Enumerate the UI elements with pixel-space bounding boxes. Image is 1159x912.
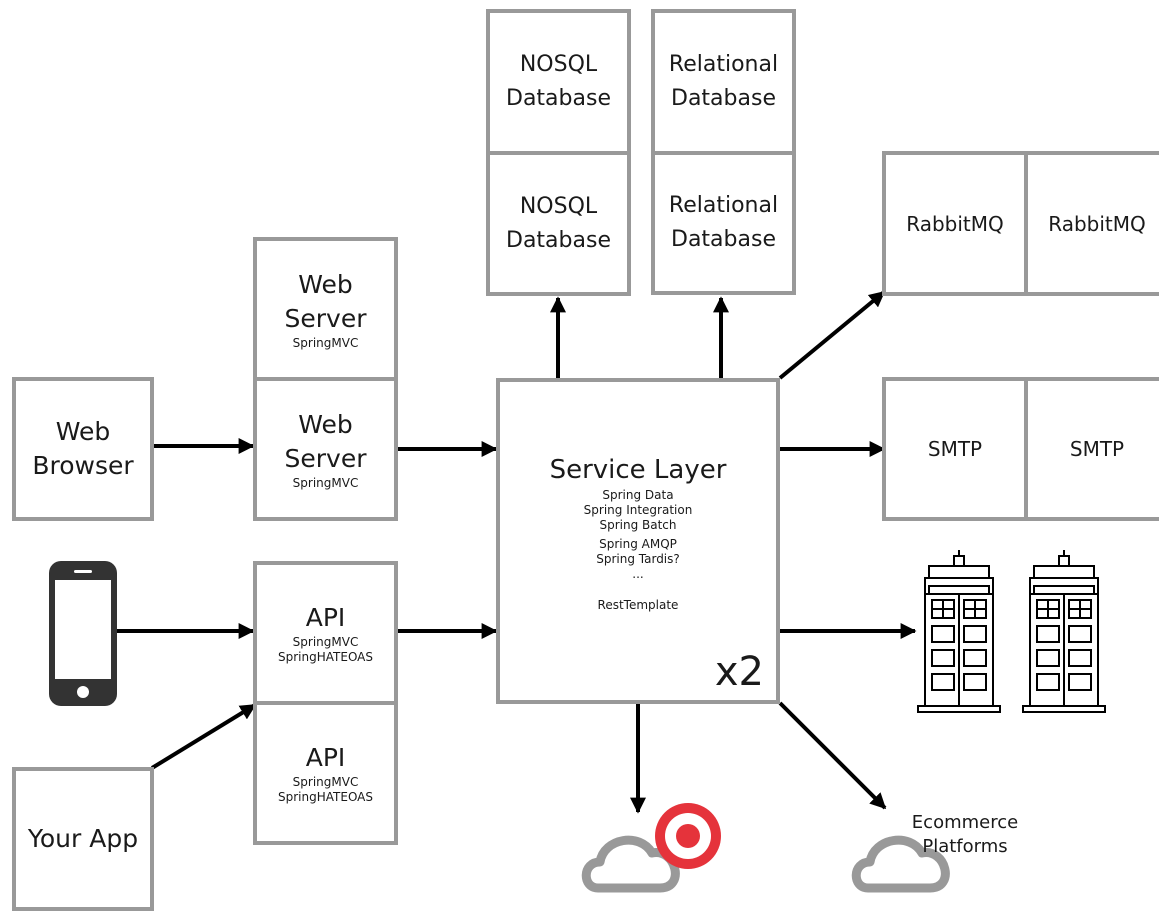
service-item: Spring Data (602, 488, 674, 502)
nosql-database-node: NOSQL Database (486, 9, 631, 155)
arrow-service-to-rabbitmq (778, 290, 886, 380)
nosql-database-node: NOSQL Database (486, 151, 631, 296)
web-server-node-back: Web Server SpringMVC (253, 237, 398, 381)
api-node: API SpringMVC SpringHATEOAS (253, 561, 398, 705)
web-server-subtitle: SpringMVC (292, 335, 359, 350)
ecommerce-label: Ecommerce Platforms (911, 812, 1019, 857)
smtp-label: SMTP (927, 437, 983, 461)
api-node-back: API SpringMVC SpringHATEOAS (253, 701, 398, 845)
relational-database-node: Relational Database (651, 9, 796, 155)
service-multiplier: x2 (714, 649, 764, 695)
rabbitmq-node: RabbitMQ (1024, 151, 1159, 296)
service-layer-node: Service Layer Spring Data Spring Integra… (496, 378, 780, 704)
service-item: Spring Integration (583, 503, 693, 517)
web-browser-node: Web Browser (12, 377, 154, 521)
api-title: API (305, 603, 346, 632)
service-item: Spring AMQP (599, 537, 677, 551)
service-item: Spring Batch (599, 518, 677, 532)
web-server-node: Web Server SpringMVC (253, 377, 398, 521)
web-server-title: Web Server (284, 269, 367, 333)
cloud-icon (581, 835, 680, 893)
service-item: RestTemplate (597, 598, 679, 612)
cloud-icon (851, 835, 950, 893)
target-logo-icon (655, 803, 721, 869)
nosql-label: NOSQL Database (506, 193, 611, 253)
rabbitmq-label: RabbitMQ (1048, 211, 1146, 236)
smtp-node: SMTP (882, 377, 1028, 521)
arrow-service-to-ecommerce (778, 701, 887, 810)
police-box-icon (1022, 550, 1106, 713)
your-app-label: Your App (27, 824, 139, 853)
nosql-label: NOSQL Database (506, 52, 611, 111)
arrow-yourapp-to-api (150, 703, 257, 770)
relational-label: Relational Database (668, 52, 779, 111)
relational-label: Relational Database (668, 193, 779, 252)
api-subtitle: SpringMVC SpringHATEOAS (278, 635, 373, 664)
relational-database-node: Relational Database (651, 151, 796, 295)
api-subtitle: SpringMVC SpringHATEOAS (278, 775, 373, 804)
police-box-icon (917, 550, 1001, 713)
smtp-node: SMTP (1024, 377, 1159, 521)
smtp-label: SMTP (1069, 437, 1125, 461)
service-item: Spring Tardis? (596, 552, 680, 566)
web-browser-label: Web Browser (32, 417, 134, 480)
web-server-subtitle: SpringMVC (292, 475, 359, 490)
service-layer-title: Service Layer (549, 455, 727, 485)
smartphone-icon (49, 561, 117, 706)
rabbitmq-label: RabbitMQ (906, 211, 1004, 236)
api-title: API (305, 743, 346, 772)
arrows (116, 290, 917, 814)
your-app-node: Your App (12, 767, 154, 911)
web-server-title: Web Server (284, 409, 367, 473)
service-item: ... (632, 567, 644, 581)
rabbitmq-node: RabbitMQ (882, 151, 1028, 296)
